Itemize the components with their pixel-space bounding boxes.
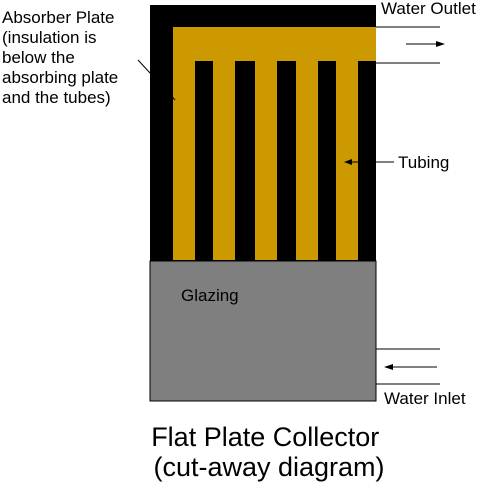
glazing-panel xyxy=(149,260,377,402)
tubing-label: Tubing xyxy=(398,153,449,172)
water-inlet-pipe xyxy=(376,348,440,385)
absorber-plate-label: Absorber Plate (insulation is below the … xyxy=(2,8,123,107)
absorber-label-line: below the xyxy=(2,48,75,67)
tubing-pointer-arrow xyxy=(344,159,394,165)
glazing-label: Glazing xyxy=(181,286,239,305)
water-outlet-label: Water Outlet xyxy=(381,0,476,18)
absorber-riser xyxy=(296,61,318,260)
absorber-plate xyxy=(173,27,376,260)
absorber-label-line: absorbing plate xyxy=(2,68,118,87)
absorber-riser xyxy=(173,61,195,260)
water-inlet-label: Water Inlet xyxy=(384,389,466,408)
caption-line: Flat Plate Collector xyxy=(151,422,379,452)
absorber-label-line: (insulation is xyxy=(2,28,97,47)
water-inlet-arrow xyxy=(384,364,437,370)
caption-line: (cut-away diagram) xyxy=(153,452,384,482)
absorber-label-line: Absorber Plate xyxy=(2,8,114,27)
absorber-label-line: and the tubes) xyxy=(2,88,111,107)
water-outlet-pipe xyxy=(376,26,440,64)
absorber-header-bar xyxy=(173,27,376,61)
absorber-riser xyxy=(213,61,235,260)
absorber-riser xyxy=(255,61,277,260)
water-outlet-arrow xyxy=(406,41,445,47)
absorber-leader-line xyxy=(137,59,176,101)
absorber-riser xyxy=(336,61,358,260)
diagram-caption: Flat Plate Collector (cut-away diagram) xyxy=(151,422,387,482)
